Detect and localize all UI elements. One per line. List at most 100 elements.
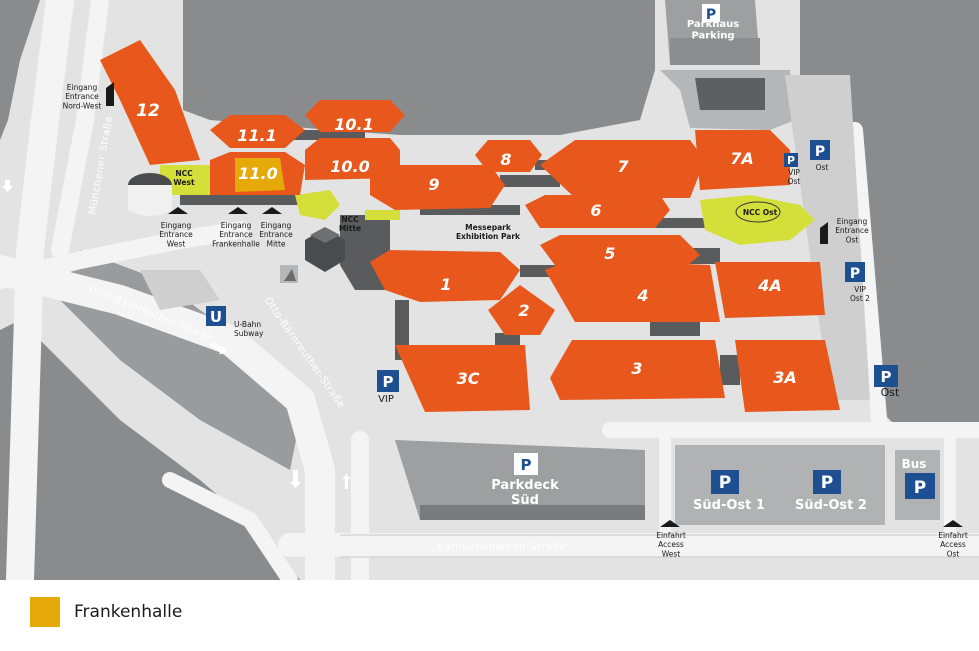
- parkdeck-sued-parking-icon: [514, 453, 538, 475]
- vip-ost-parking-icon: [784, 153, 798, 167]
- ost-lower-label: Ost: [881, 386, 900, 399]
- hall-6-label: 6: [590, 201, 601, 220]
- hall-4a-shape: [715, 262, 825, 318]
- street-karl: Karl-Schönleben-Straße: [437, 542, 566, 553]
- hall-4-label: 4: [636, 286, 648, 305]
- hall-7-label: 7: [617, 157, 629, 176]
- hall-10-0-label: 10.0: [330, 157, 369, 176]
- hall-4-shape: [545, 260, 720, 322]
- entrance-nord-west-marker: [106, 82, 114, 106]
- hall-10-1-shape: [305, 100, 405, 132]
- vip-ost-parking-letter: P: [787, 154, 795, 167]
- hall-4a-label: 4A: [757, 276, 782, 295]
- parkhaus-parking-letter: P: [706, 7, 716, 23]
- hall-3c-shape: [395, 345, 530, 412]
- ubahn-icon: [206, 306, 226, 326]
- vip-ost-2-parking-letter: P: [850, 266, 860, 282]
- hall-8-shape: [475, 140, 542, 172]
- vip-parking-icon: [377, 370, 399, 392]
- bus-parking-letter: P: [914, 478, 926, 498]
- parkhaus-parking-icon: [702, 4, 720, 22]
- ost-parking-letter: P: [815, 144, 825, 160]
- hall-9-shape: [370, 165, 505, 210]
- sued-ost-1-label: Süd-Ost 1: [693, 498, 765, 513]
- hall-3a-shape: [735, 340, 840, 412]
- hall-2-label: 2: [518, 301, 529, 320]
- entrance-mitte-marker: [262, 207, 282, 214]
- entrance-markers: [106, 82, 963, 527]
- construction-icon: [280, 265, 298, 283]
- road-arrows: [2, 180, 351, 489]
- parkdeck-sued-parking-letter: P: [521, 456, 532, 474]
- hall-11-0-frankenhalle: [235, 158, 285, 192]
- ost-label: Ost: [816, 163, 829, 172]
- halls: [100, 40, 840, 412]
- hall-11-1-shape: [210, 115, 305, 148]
- hall-10-1-label: 10.1: [334, 115, 373, 134]
- ost-lower-parking-letter: P: [881, 368, 892, 386]
- legend-swatch-frankenhalle: [30, 597, 60, 627]
- hall-6-shape: [525, 195, 670, 228]
- entrance-west-marker: [168, 207, 188, 214]
- hall-11-0-label: 11.0: [238, 164, 277, 183]
- sued-ost-1-parking-letter: P: [719, 473, 731, 493]
- hall-7a-shape: [695, 130, 790, 190]
- hall-1-shape: [370, 250, 520, 302]
- road-lines: [340, 534, 979, 558]
- vip-ost-2-parking-icon: [845, 262, 865, 282]
- hall-1-label: 1: [440, 275, 451, 294]
- ost-parking-icon: [810, 140, 830, 160]
- hall-3a-label: 3A: [773, 368, 797, 387]
- ubahn-letter: U: [210, 308, 222, 326]
- hall-12-shape: [100, 40, 200, 165]
- ncc-mitte-tower: [128, 173, 781, 272]
- hall-8-label: 8: [500, 150, 511, 169]
- hall-3-label: 3: [631, 359, 642, 378]
- hall-7a-label: 7A: [730, 149, 754, 168]
- access-west-marker: [660, 520, 680, 527]
- access-ost-marker: [943, 520, 963, 527]
- sued-ost-2-parking-letter: P: [821, 473, 833, 493]
- exhibition-map: 12 11.1 11.0 10.1 10.0 9 8 7 7A 6 5 4 4A…: [0, 0, 979, 580]
- sued-ost-2-label: Süd-Ost 2: [795, 498, 867, 513]
- hall-9-label: 9: [428, 175, 439, 194]
- vip-label: VIP: [378, 394, 394, 405]
- legend-label: Frankenhalle: [74, 602, 183, 622]
- hall-3-shape: [550, 340, 725, 400]
- hall-labels: 12 11.1 11.0 10.1 10.0 9 8 7 7A 6 5 4 4A…: [136, 101, 797, 388]
- entrance-frankenhalle-marker: [228, 207, 248, 214]
- bus-label: Bus: [902, 457, 927, 471]
- ncc-ost-label: NCC Ost: [743, 208, 778, 217]
- legend: Frankenhalle: [30, 594, 182, 630]
- parking-buildings: [140, 0, 940, 525]
- roads: [0, 0, 979, 580]
- hall-5-label: 5: [604, 244, 615, 263]
- bus-parking-icon: [905, 473, 935, 499]
- hall-12-label: 12: [136, 101, 160, 121]
- entrance-ost-marker: [820, 222, 828, 244]
- hall-11-1-label: 11.1: [237, 126, 276, 145]
- ost-lower-parking-icon: [874, 365, 898, 387]
- vip-parking-letter: P: [383, 373, 394, 391]
- hall-3c-label: 3C: [457, 369, 480, 388]
- hall-2-shape: [488, 285, 555, 335]
